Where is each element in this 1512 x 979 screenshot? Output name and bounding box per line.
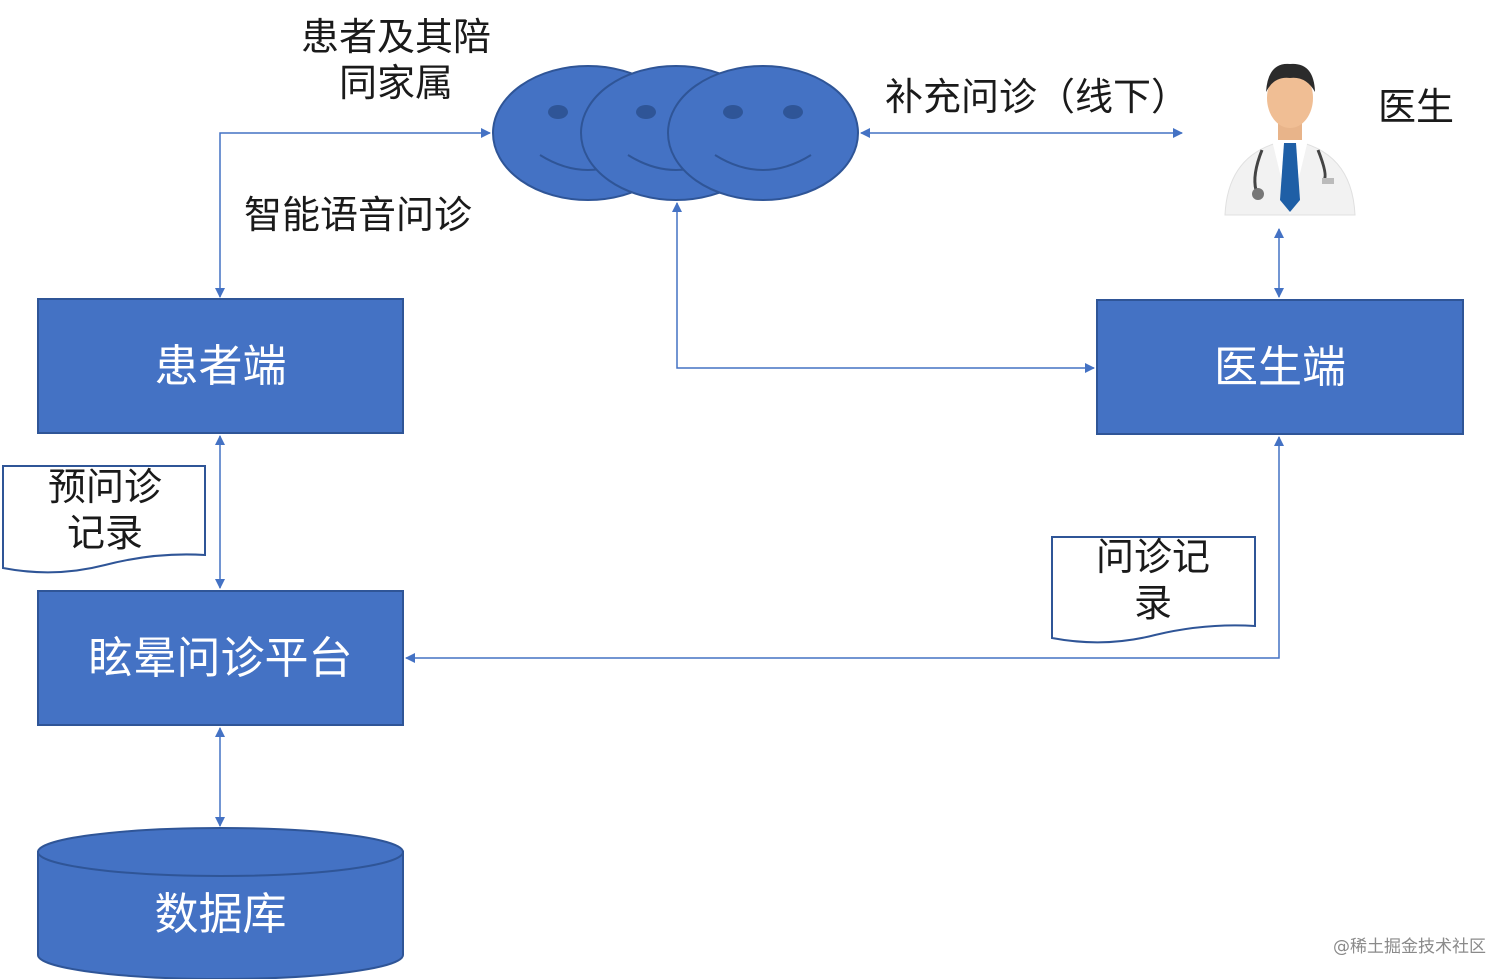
platform-label: 眩晕问诊平台: [88, 633, 353, 684]
arrow-platform-doctor-end: [405, 436, 1284, 663]
platform-box: [37, 590, 404, 726]
smart-voice-consult-label: 智能语音问诊: [244, 193, 473, 237]
smiley-face-icon: [667, 65, 859, 201]
watermark: @稀土掘金技术社区: [1333, 937, 1486, 957]
pre-consult-record-label: 预问诊 记录: [47, 465, 162, 555]
doctor-label: 医生: [1378, 85, 1455, 129]
database-cylinder: [37, 827, 404, 979]
patients-label: 患者及其陪 同家属: [300, 15, 491, 106]
supplementary-consult-label: 补充问诊（线下）: [885, 75, 1190, 119]
consult-record-label: 问诊记 录: [1095, 535, 1210, 625]
database-label: 数据库: [154, 889, 287, 940]
patients-faces-icon: [492, 65, 859, 201]
arrow-voice-consult: [215, 128, 491, 298]
arrow-doctor-end-to-patients: [672, 202, 1095, 373]
patient-end-label: 患者端: [154, 341, 287, 392]
doctor-end-label: 医生端: [1214, 342, 1346, 393]
patient-end-box: [37, 298, 404, 434]
pre-consult-document: [2, 465, 206, 574]
doctor-end-box: [1096, 299, 1464, 435]
doctor-icon: [1224, 63, 1356, 216]
